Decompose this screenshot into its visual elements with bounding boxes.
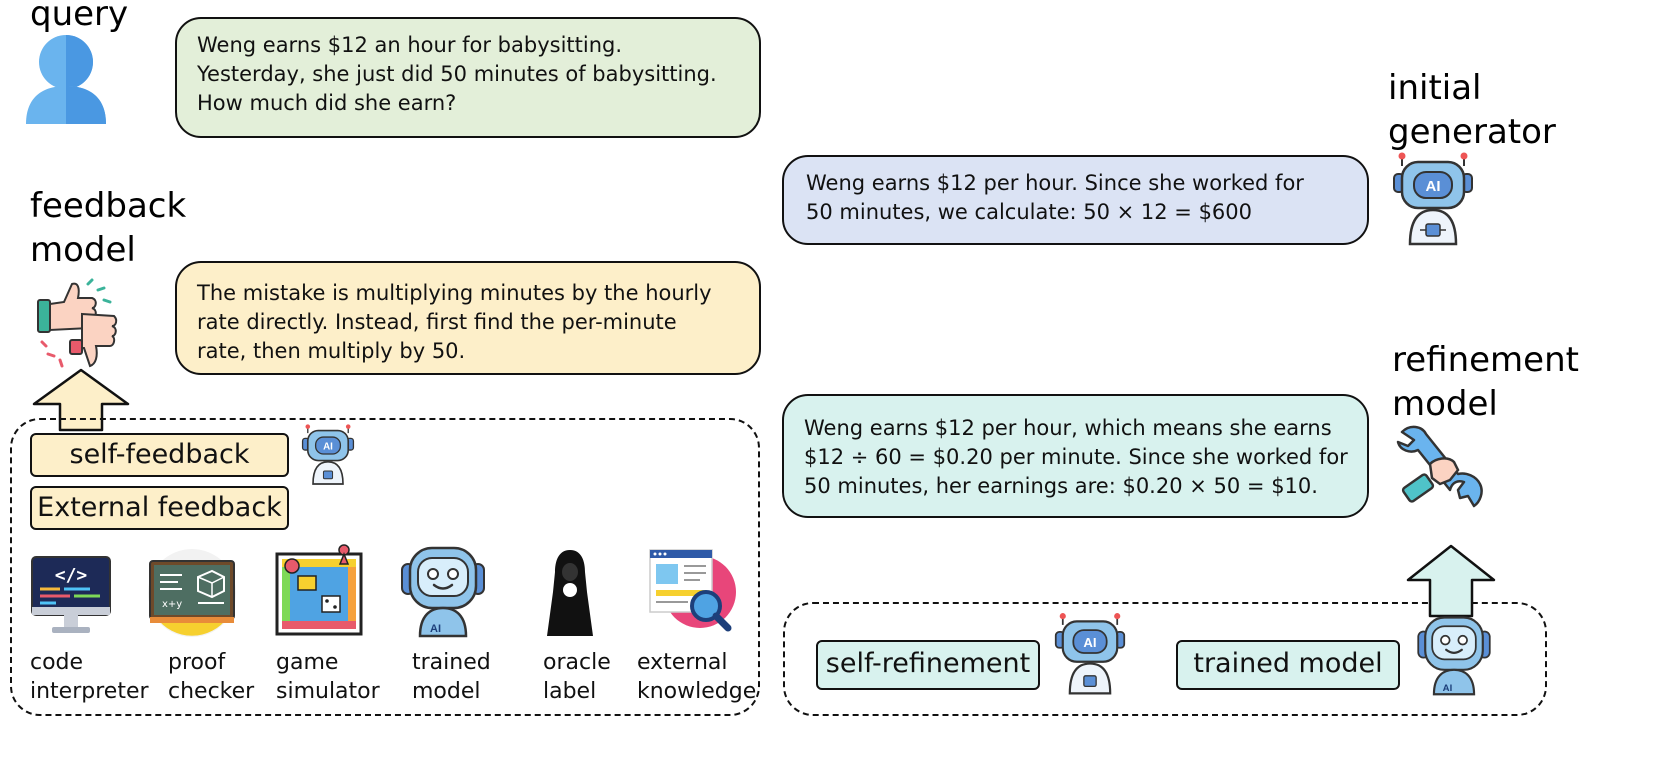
query-line: Yesterday, she just did 50 minutes of ba… xyxy=(197,62,717,86)
initial-response-line: 50 minutes, we calculate: 50 × 12 = $600 xyxy=(806,200,1253,224)
external-knowledge-icon xyxy=(649,549,736,632)
proof-checker-icon: x+y xyxy=(148,549,236,637)
query-label: query xyxy=(30,0,129,34)
source-label-line: code xyxy=(30,650,84,675)
source-label-line: game xyxy=(276,650,339,675)
source-label-line: external xyxy=(637,650,728,675)
query-bubble: Weng earns $12 an hour for babysitting. … xyxy=(175,17,761,138)
svg-text:AI: AI xyxy=(323,441,333,452)
refined-response-bubble: Weng earns $12 per hour, which means she… xyxy=(782,394,1369,518)
source-label-trained-model: trained model xyxy=(412,648,491,706)
source-label-proof-checker: proof checker xyxy=(168,648,254,706)
trained-model-tag: trained model xyxy=(1176,640,1400,690)
query-line: How much did she earn? xyxy=(197,91,457,115)
ai-robot-icon: AI xyxy=(1393,152,1473,246)
code-interpreter-icon: </> xyxy=(31,556,111,633)
initial-generator-label-line: initial xyxy=(1388,68,1482,108)
svg-text:AI: AI xyxy=(1426,178,1441,195)
refinement-model-label-line: model xyxy=(1392,384,1498,424)
feedback-model-label-line: model xyxy=(30,230,136,270)
source-label-line: simulator xyxy=(276,679,380,704)
svg-text:</>: </> xyxy=(55,565,88,586)
trained-model-robot-icon: AI xyxy=(1417,616,1491,696)
refined-response-line: Weng earns $12 per hour, which means she… xyxy=(804,416,1332,440)
refinement-model-label-line: refinement xyxy=(1392,340,1579,380)
refined-response-line: 50 minutes, her earnings are: $0.20 × 50… xyxy=(804,474,1318,498)
query-line: Weng earns $12 an hour for babysitting. xyxy=(197,33,623,57)
source-label-line: oracle xyxy=(543,650,611,675)
feedback-model-label: feedback model xyxy=(30,184,186,272)
source-label-code-interpreter: code interpreter xyxy=(30,648,149,706)
source-label-line: checker xyxy=(168,679,255,704)
refinement-model-label: refinement model xyxy=(1392,338,1579,426)
oracle-icon xyxy=(547,550,593,636)
feedback-bubble: The mistake is multiplying minutes by th… xyxy=(175,261,761,375)
svg-text:AI: AI xyxy=(430,623,441,635)
initial-generator-label: initial generator xyxy=(1388,66,1556,154)
source-label-game-simulator: game simulator xyxy=(276,648,380,706)
ai-robot-icon: AI xyxy=(301,424,355,485)
self-feedback-tag: self-feedback xyxy=(30,433,289,477)
initial-response-line: Weng earns $12 per hour. Since she worke… xyxy=(806,171,1304,195)
refinement-up-arrow xyxy=(1406,544,1496,618)
svg-text:AI: AI xyxy=(1443,683,1453,694)
initial-response-bubble: Weng earns $12 per hour. Since she worke… xyxy=(782,155,1369,245)
source-label-line: label xyxy=(543,679,597,704)
external-feedback-tag: External feedback xyxy=(30,486,289,530)
svg-text:x+y: x+y xyxy=(162,599,182,610)
source-label-oracle: oracle label xyxy=(543,648,611,706)
source-label-line: trained xyxy=(412,650,491,675)
ai-robot-icon: AI xyxy=(1054,613,1126,695)
feedback-sources-box xyxy=(10,418,760,716)
feedback-line: rate, then multiply by 50. xyxy=(197,339,466,363)
source-label-line: interpreter xyxy=(30,679,149,704)
self-refinement-tag: self-refinement xyxy=(816,640,1040,690)
user-icon xyxy=(26,35,106,124)
source-label-line: knowledge xyxy=(637,679,757,704)
feedback-line: The mistake is multiplying minutes by th… xyxy=(197,281,712,305)
thumbs-up-down-icon xyxy=(37,278,118,368)
refinement-sources-box xyxy=(783,602,1547,716)
svg-text:AI: AI xyxy=(1083,635,1096,650)
source-label-line: proof xyxy=(168,650,226,675)
source-label-external-knowledge: external knowledge xyxy=(637,648,756,706)
feedback-model-label-line: feedback xyxy=(30,186,187,226)
initial-generator-label-line: generator xyxy=(1388,112,1556,152)
game-simulator-icon xyxy=(275,544,363,636)
trained-model-robot-icon: AI xyxy=(401,546,485,638)
wrench-hand-icon xyxy=(1396,425,1483,508)
refined-response-line: $12 ÷ 60 = $0.20 per minute. Since she w… xyxy=(804,445,1348,469)
feedback-line: rate directly. Instead, first find the p… xyxy=(197,310,677,334)
source-label-line: model xyxy=(412,679,481,704)
feedback-up-arrow xyxy=(32,368,130,432)
